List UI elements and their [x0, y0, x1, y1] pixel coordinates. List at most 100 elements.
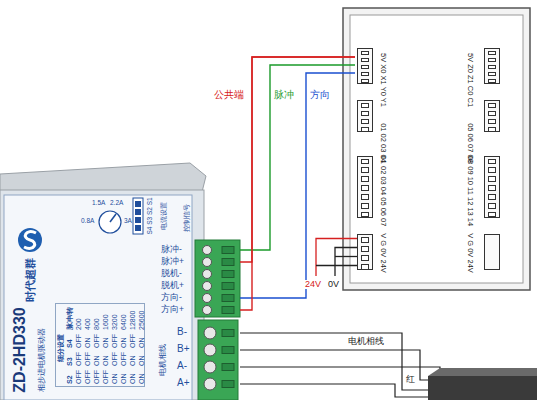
table-cell: 1600	[102, 314, 109, 330]
label: 0V	[328, 280, 339, 289]
model-name: ZD-2HD330	[12, 307, 28, 392]
pin-header	[357, 100, 373, 132]
connector-block: V G 0V 24V	[462, 228, 502, 278]
label: B-	[177, 327, 187, 337]
wire-label: 公共端	[214, 90, 244, 100]
signal-wire	[240, 57, 355, 310]
pin	[361, 255, 369, 261]
terminal-screw	[203, 306, 212, 315]
pin	[488, 65, 496, 69]
terminal-slot	[222, 364, 234, 371]
label: A+	[177, 378, 190, 388]
label: 脱机+	[161, 281, 184, 290]
pin	[361, 103, 369, 108]
jumper-wire	[335, 256, 357, 257]
pin	[488, 103, 496, 108]
label: 红	[406, 375, 415, 384]
motor-terminal-block	[198, 320, 238, 400]
label: 方向+	[161, 305, 184, 314]
pin	[488, 119, 496, 124]
pin-header	[357, 234, 373, 270]
table-cell: 细分设置	[57, 334, 64, 362]
connector-block: 08 09 10 11 12 13 14	[462, 152, 502, 232]
terminal-slot	[222, 283, 234, 290]
pin	[361, 264, 369, 270]
pin	[488, 176, 496, 182]
logo-mark	[24, 232, 36, 249]
motor-top	[428, 368, 537, 376]
pin	[488, 167, 496, 173]
driver-panel	[4, 195, 192, 400]
table-cell: 200	[75, 318, 82, 330]
terminal-slot	[222, 247, 234, 254]
terminal-screw	[204, 327, 216, 339]
table-cell: OFF	[111, 334, 118, 348]
table-cell: S2	[66, 375, 73, 384]
label: S4 S3 S2 S1	[147, 197, 154, 234]
pin-names: 01 02 03 04 05 06 07	[379, 156, 387, 227]
terminal-screw	[203, 294, 212, 303]
table-cell: ON	[102, 356, 109, 367]
pin	[361, 194, 369, 200]
table-cell: OFF	[75, 352, 82, 366]
table-cell: S3	[66, 357, 73, 366]
pin	[488, 58, 496, 62]
pin	[361, 237, 369, 243]
pin	[361, 72, 369, 76]
label: 控制信号	[183, 204, 190, 232]
table-cell: OFF	[75, 334, 82, 348]
table-cell: ON	[138, 338, 145, 349]
table-cell: 3200	[111, 314, 118, 330]
terminal-slot	[222, 307, 234, 314]
label: 方向-	[161, 293, 182, 302]
label: 电流设置	[160, 202, 167, 230]
driver-body	[0, 190, 204, 400]
pin	[361, 65, 369, 69]
phase-wire	[240, 384, 430, 397]
terminal-screws	[203, 246, 235, 391]
pin	[361, 159, 369, 165]
stepper-motor	[428, 376, 537, 400]
pin	[361, 167, 369, 173]
brand-text: 时代超群	[25, 258, 36, 302]
terminal-screw	[203, 282, 212, 291]
table-cell: ON	[120, 374, 127, 385]
table-cell: ON	[84, 338, 91, 349]
label: B+	[177, 344, 190, 354]
pin	[361, 58, 369, 62]
pin	[488, 111, 496, 116]
pin	[361, 185, 369, 191]
table-cell: 400	[84, 318, 91, 330]
table-cell: OFF	[129, 334, 136, 348]
pin	[361, 51, 369, 55]
table-cell: 脉冲/转	[66, 307, 73, 330]
pin	[488, 185, 496, 191]
label: 脉冲+	[161, 257, 184, 266]
power-wire-24v	[316, 239, 357, 277]
label: 2.2A	[110, 200, 123, 207]
table-cell: ON	[102, 338, 109, 349]
controller-board	[343, 8, 530, 290]
terminal-screw	[203, 246, 212, 255]
pin-header	[484, 48, 500, 84]
connector-block: 01 02 03 04 05 06 07	[355, 152, 390, 232]
table-cell: ON	[138, 356, 145, 367]
phase-wire	[240, 350, 430, 380]
pin	[488, 203, 496, 209]
pin-names: V G 0V 24V	[466, 233, 474, 273]
label: 1.5A	[92, 200, 105, 207]
wire-label: 方向	[310, 90, 330, 100]
pin-header	[484, 100, 500, 132]
pin	[488, 51, 496, 55]
pin	[361, 111, 369, 116]
terminal-screw	[204, 378, 216, 390]
table-cell: OFF	[84, 370, 91, 384]
pin-names: 5V X0 X1 Y0 Y1	[379, 53, 387, 107]
connector-block: V G 0V 24V	[355, 228, 390, 278]
terminal-screw	[203, 258, 212, 267]
table-cell: ON	[120, 338, 127, 349]
pin	[361, 119, 369, 124]
pin-header	[484, 156, 500, 218]
table-cell: OFF	[111, 352, 118, 366]
logo	[18, 228, 42, 252]
